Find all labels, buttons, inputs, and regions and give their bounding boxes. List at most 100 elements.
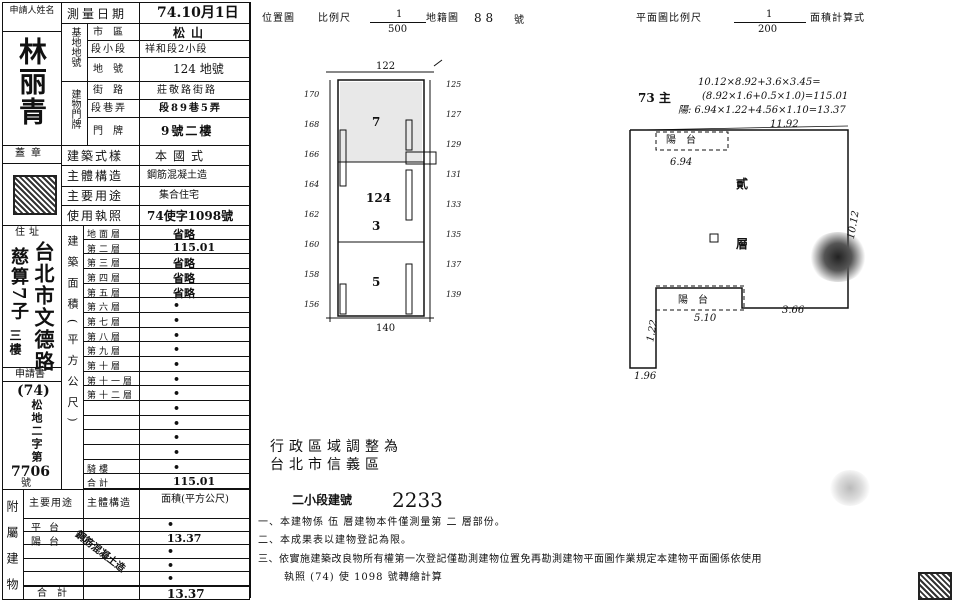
permit-label: 使用執照 bbox=[67, 209, 124, 223]
location-right-tick: 139 bbox=[446, 290, 462, 299]
application-label: 申請書 bbox=[15, 369, 45, 380]
floor-row: 第三層省略 bbox=[83, 254, 249, 270]
location-left-tick: 168 bbox=[304, 120, 320, 129]
location-note-3: 5 bbox=[372, 275, 381, 289]
floor-row: 第十層 • bbox=[83, 357, 249, 372]
attached-label: 附屬建物 bbox=[5, 500, 19, 604]
floor-row-label: 第十二層 bbox=[87, 391, 136, 402]
location-top-dim: 122 bbox=[376, 61, 396, 72]
footer-note-2: 二、本成果表以建物登記為限。 bbox=[258, 535, 412, 546]
attached-row: • bbox=[23, 572, 249, 586]
attached-row-use: 平台 bbox=[31, 523, 67, 534]
floor-row: 第四層省略 bbox=[83, 269, 249, 285]
floor-plan-scale-num: 1 bbox=[766, 9, 773, 20]
calc-line-2: (8.92×1.6+0.5×1.0)=115.01 bbox=[702, 91, 849, 102]
attached-row-area: • bbox=[167, 545, 175, 559]
address-value-3: 三樓 bbox=[8, 329, 22, 357]
attached-row-area: • bbox=[167, 572, 175, 586]
floor-row-value: 115.01 bbox=[173, 475, 216, 489]
street-label: 街路 bbox=[93, 85, 133, 96]
footer-note-4: 執照 (74) 使 1098 號轉繪計算 bbox=[284, 572, 443, 583]
location-left-tick: 162 bbox=[304, 210, 320, 219]
lane-value: 段89巷5弄 bbox=[159, 103, 222, 114]
location-bottom-dim: 140 bbox=[376, 323, 396, 334]
floor-row-value: 省略 bbox=[173, 286, 195, 300]
structure-label: 主體構造 bbox=[67, 169, 124, 183]
style-label: 建築式樣 bbox=[67, 149, 124, 163]
floor-plan-scale-label: 平面圖比例尺 bbox=[636, 13, 702, 24]
floor-row: 第十一層 • bbox=[83, 372, 249, 387]
city-value: 松山 bbox=[173, 26, 210, 40]
calc-line-3: 陽: 6.94×1.22+4.56×1.10=13.37 bbox=[678, 105, 846, 116]
door-value: 9號二樓 bbox=[161, 124, 214, 138]
bldg-label: 建物門牌 bbox=[69, 89, 80, 129]
applicant-column: 申請人姓名 林丽青 蓋章 住址 台北市文德路 慈算7子 三樓 申請書 (74) … bbox=[3, 3, 62, 489]
use-label: 主要用途 bbox=[67, 189, 124, 203]
floor-row-label: 地面層 bbox=[87, 230, 124, 240]
floor-plan-svg bbox=[629, 125, 849, 369]
building-no-label: 二小段建號 bbox=[292, 493, 353, 507]
location-plan-svg bbox=[326, 59, 443, 322]
street-value: 莊敬路街路 bbox=[157, 85, 217, 96]
floor-row-value: • bbox=[173, 343, 181, 357]
attached-struct-label: 主體構造 bbox=[87, 498, 131, 509]
lot-value: 124 地號 bbox=[173, 62, 224, 76]
floor-plan-char-1: 貳 bbox=[736, 177, 749, 191]
left-form: 申請人姓名 林丽青 蓋章 住址 台北市文德路 慈算7子 三樓 申請書 (74) … bbox=[2, 2, 250, 604]
floor-row-value: • bbox=[173, 372, 181, 386]
attached-row-area: • bbox=[167, 558, 175, 572]
floor-plan-calc: 73 主 10.12×8.92+3.6×3.45= (8.92×1.6+0.5×… bbox=[638, 78, 898, 128]
location-scale-num: 1 bbox=[396, 9, 403, 20]
survey-date-value: 74.10月1日 bbox=[157, 5, 239, 21]
floor-row-value: • bbox=[173, 358, 181, 371]
floor-row-label: 第四層 bbox=[87, 274, 124, 284]
floor-plan-char-2: 層 bbox=[736, 237, 749, 251]
seal-label: 蓋章 bbox=[15, 148, 47, 159]
floor-row-value: 省略 bbox=[173, 228, 195, 241]
location-left-tick: 166 bbox=[304, 150, 320, 159]
attached-row-area: • bbox=[167, 518, 175, 531]
floor-row: 第八層• bbox=[83, 328, 249, 343]
address-label: 住址 bbox=[15, 227, 43, 238]
floor-plan-header: 平面圖比例尺 1 200 面積計算式 bbox=[636, 10, 916, 38]
structure-value: 鋼筋混凝土造 bbox=[147, 170, 207, 181]
corner-seal bbox=[918, 572, 952, 600]
lot-label: 地號 bbox=[93, 64, 133, 75]
floor-row: • bbox=[83, 430, 249, 445]
floor-row-value: • bbox=[173, 314, 181, 327]
floor-row: 第五層省略 bbox=[83, 284, 249, 300]
floor-row-value: • bbox=[173, 328, 181, 342]
attached-area-label: 面積(平方公尺) bbox=[161, 494, 229, 505]
floor-row-label: 第十一層 bbox=[87, 376, 136, 387]
floor-row-label: 第六層 bbox=[87, 303, 124, 314]
attached-total-value: 13.37 bbox=[167, 587, 205, 601]
floor-row: 第九層• bbox=[83, 342, 249, 357]
attached-row: 平台 • bbox=[23, 518, 249, 534]
faint-smudge bbox=[830, 470, 870, 506]
floor-row-value: • bbox=[173, 460, 181, 474]
building-no: 2233 bbox=[392, 488, 443, 512]
floor-plan-dim-left: 1.96 bbox=[634, 371, 657, 382]
location-left-tick: 170 bbox=[304, 90, 320, 99]
floor-row-value: • bbox=[173, 299, 181, 313]
floor-plan-balcony-2: 陽台 bbox=[678, 295, 718, 306]
location-scale-label: 比例尺 bbox=[318, 13, 351, 24]
floor-plan-dim-balcony-2: 5.10 bbox=[694, 313, 717, 324]
floor-row-label: 第十層 bbox=[87, 362, 124, 372]
survey-date-label: 測量日期 bbox=[67, 7, 128, 21]
floor-row-value: 115.01 bbox=[173, 240, 216, 254]
floor-plan-dim-balcony-1: 6.94 bbox=[670, 157, 693, 168]
floor-row-label: 第三層 bbox=[87, 259, 124, 270]
style-value: 本國式 bbox=[155, 149, 210, 163]
floor-plan-dim-top: 11.92 bbox=[770, 119, 799, 130]
map-label: 地籍圖 bbox=[426, 13, 459, 24]
floor-row: 地面層 省略 bbox=[83, 225, 249, 241]
location-plan-label: 位置圖 bbox=[262, 13, 295, 24]
